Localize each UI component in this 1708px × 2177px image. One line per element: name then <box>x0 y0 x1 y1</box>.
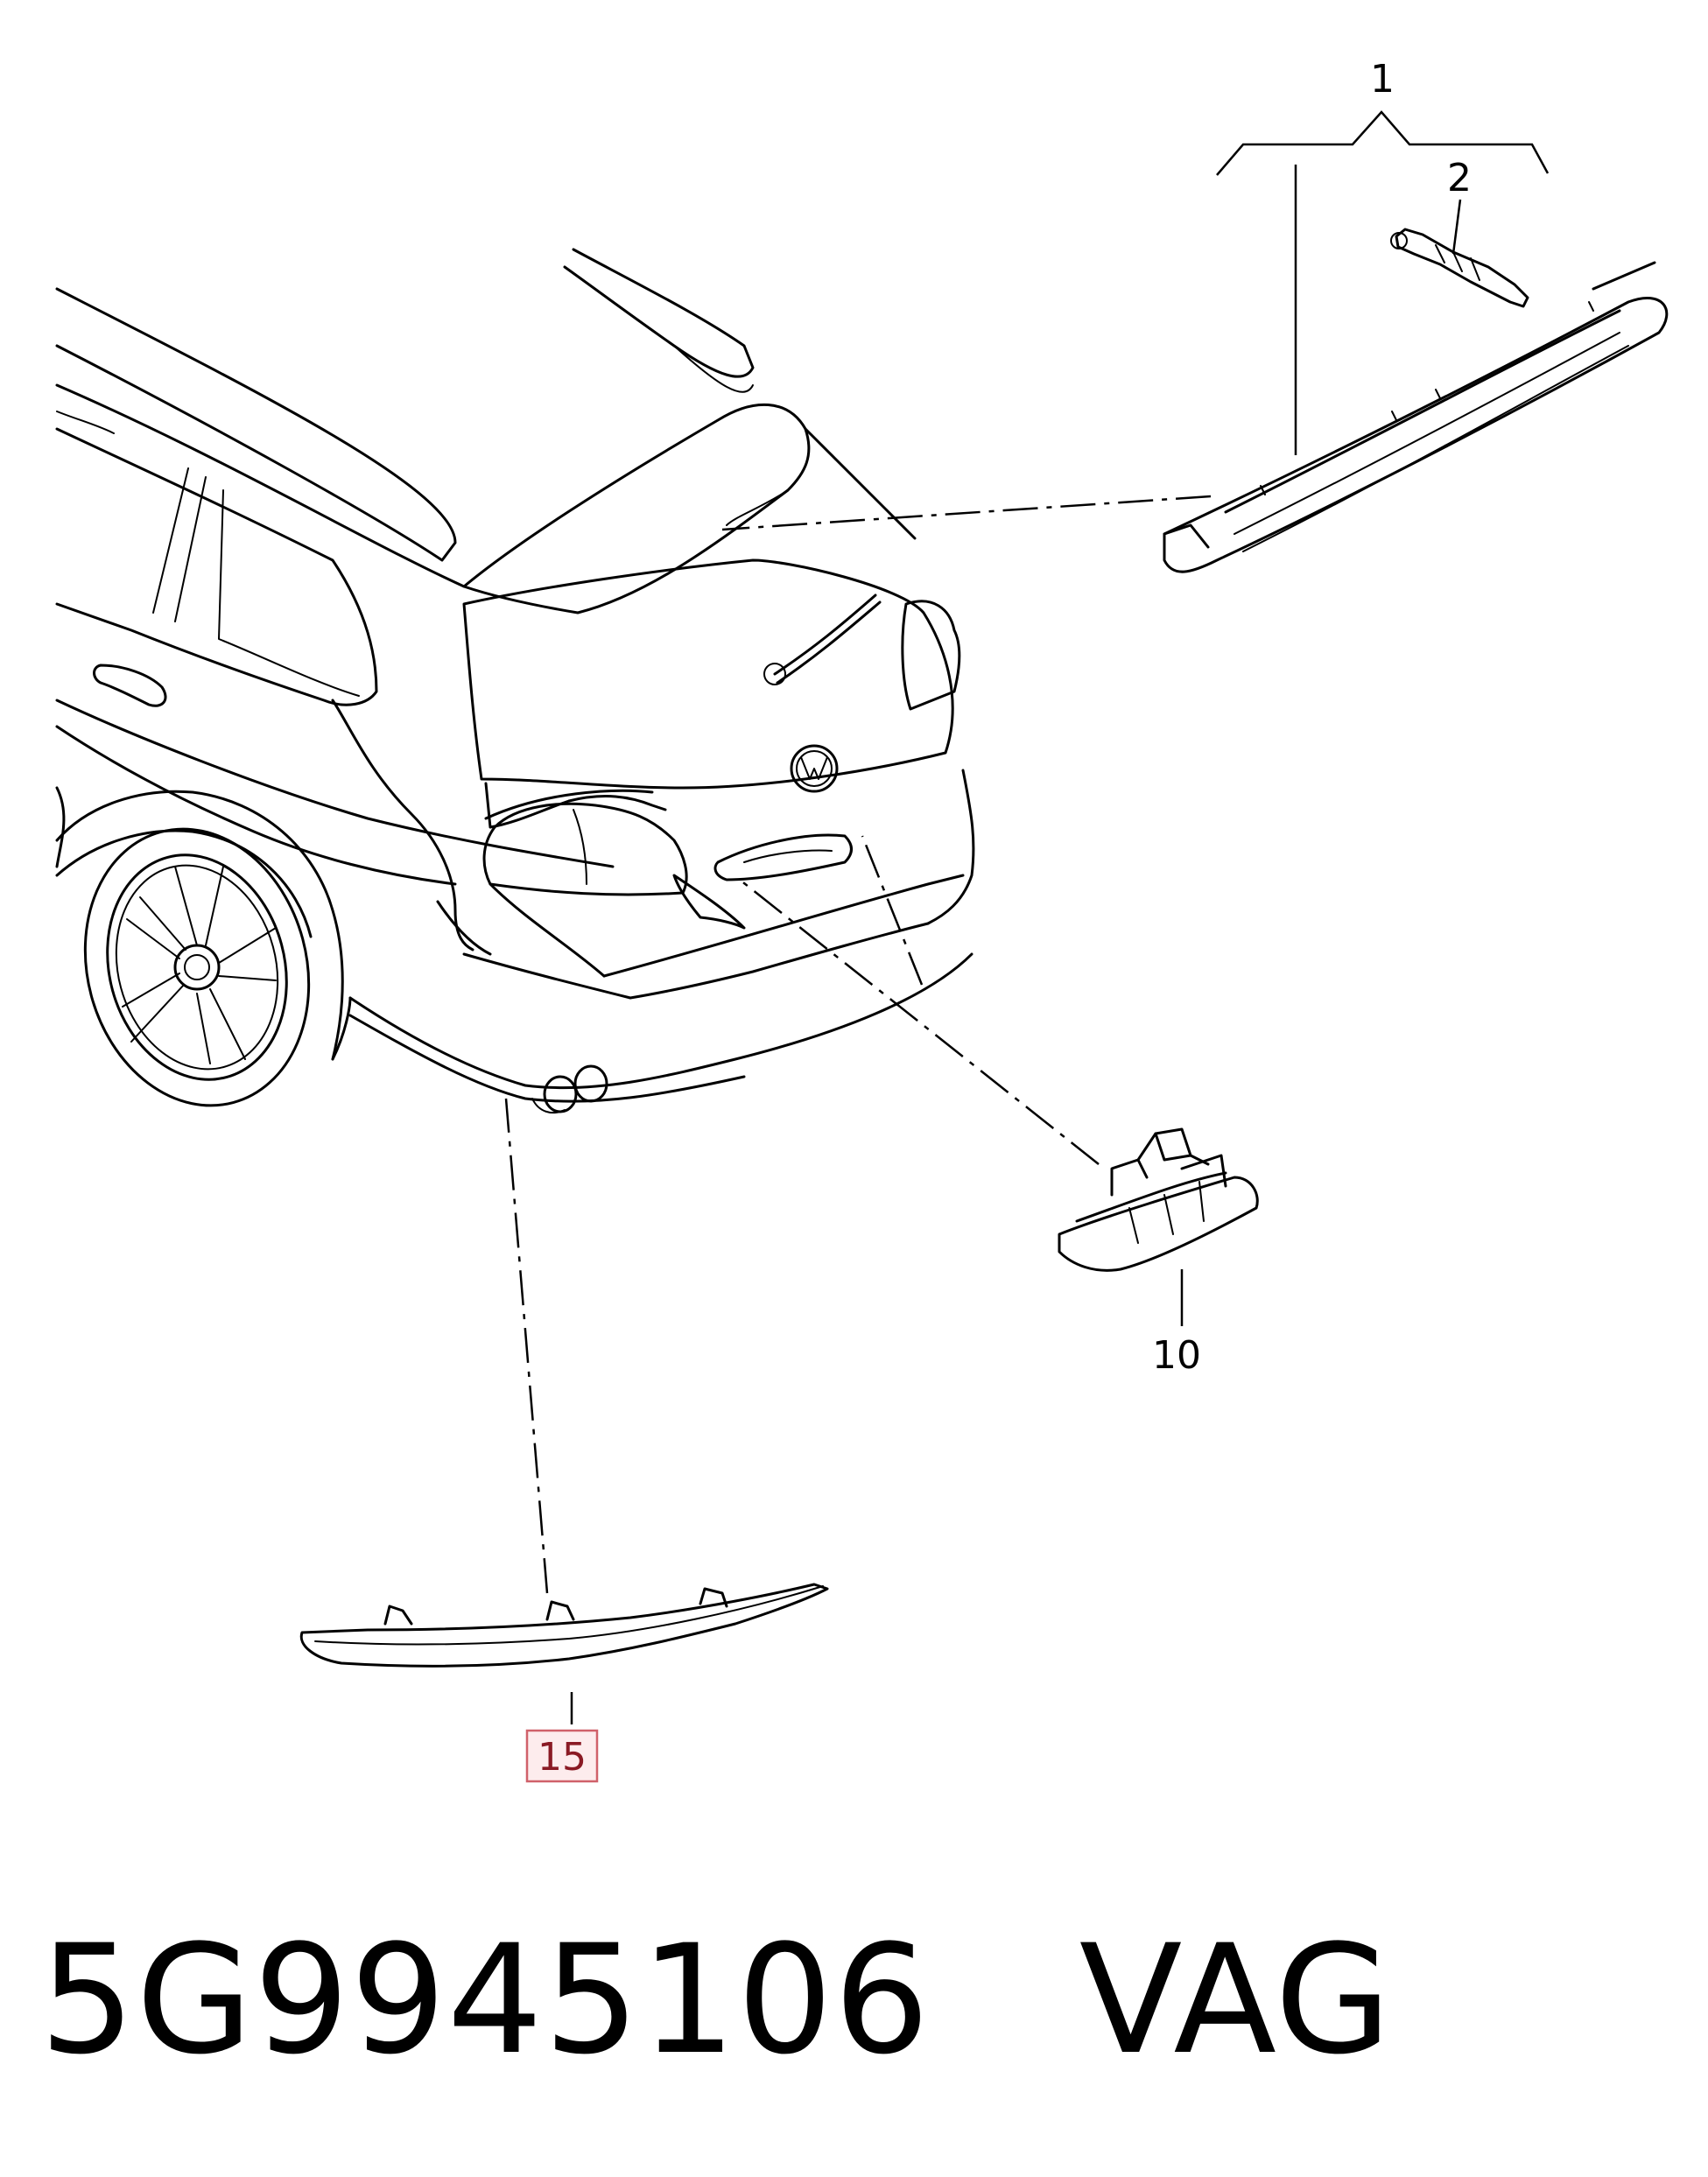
callout-15: 15 <box>538 1735 587 1780</box>
callout-1: 1 <box>1370 57 1395 102</box>
part-number: 5G9945106 <box>39 1912 931 2088</box>
callout-15-highlight: 15 <box>525 1729 599 1783</box>
reflector-drawing <box>299 1583 829 1668</box>
callout-10: 10 <box>1152 1333 1201 1378</box>
bulb-drawing <box>1390 228 1529 308</box>
license-plate-light-drawing <box>1058 1127 1259 1272</box>
brand-name: VAG <box>1079 1912 1393 2088</box>
part-number-footer: 5G9945106 VAG <box>39 1913 1659 2088</box>
leader-lines <box>504 110 1550 1724</box>
callout-2: 2 <box>1447 156 1472 200</box>
high-mount-brake-light-drawing <box>1163 261 1669 573</box>
vehicle-illustration <box>55 248 975 1114</box>
